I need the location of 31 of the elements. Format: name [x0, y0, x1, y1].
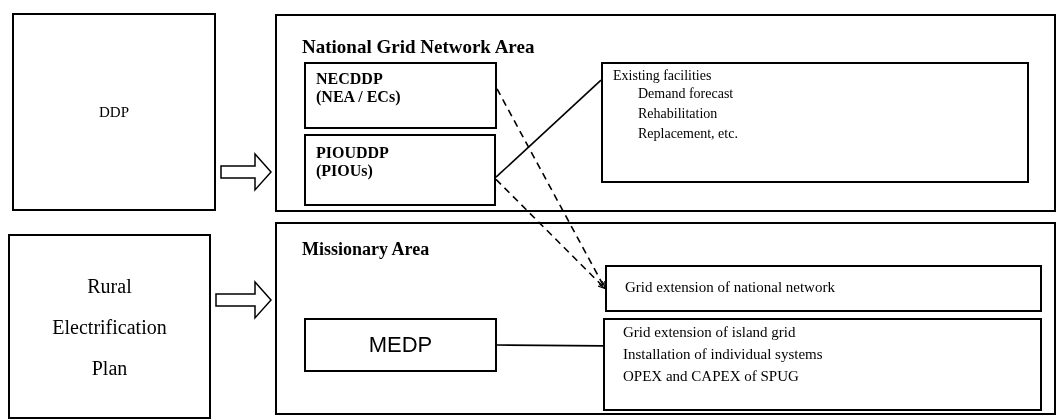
block-arrow: [215, 279, 272, 320]
box-text: Installation of individual systems: [623, 346, 823, 363]
process-box: [601, 62, 1029, 183]
connector-line: [496, 344, 604, 347]
block-arrow: [220, 151, 272, 192]
box-text: Demand forecast: [638, 86, 734, 102]
area-panel: [8, 234, 211, 419]
box-text: Existing facilities: [613, 68, 712, 84]
process-box: [304, 62, 497, 129]
process-box: [603, 318, 1042, 411]
area-panel: [275, 222, 1056, 415]
arrow: [496, 88, 606, 290]
area-title: National Grid Network Area: [302, 36, 535, 58]
process-box: [304, 318, 497, 372]
box-text: PIOUDDP (PIOUs): [316, 144, 390, 180]
box-text: DDP: [98, 103, 130, 121]
area-panel: [275, 14, 1056, 212]
connector-line: [495, 79, 602, 178]
box-text: NECDDP (NEA / ECs): [316, 70, 402, 106]
box-text: OPEX and CAPEX of SPUG: [623, 368, 799, 385]
process-box: [304, 134, 496, 206]
process-box: [605, 265, 1042, 312]
area-panel: [12, 13, 216, 211]
box-text: Grid extension of island grid: [623, 324, 796, 341]
box-text: Rural Electrification Plan: [51, 273, 168, 380]
area-title: Missionary Area: [302, 239, 430, 260]
box-text: MEDP: [367, 332, 434, 358]
box-text: Grid extension of national network: [625, 279, 835, 296]
box-text: Replacement, etc.: [638, 126, 738, 142]
box-text: Rehabilitation: [638, 106, 718, 122]
arrow: [495, 178, 606, 290]
